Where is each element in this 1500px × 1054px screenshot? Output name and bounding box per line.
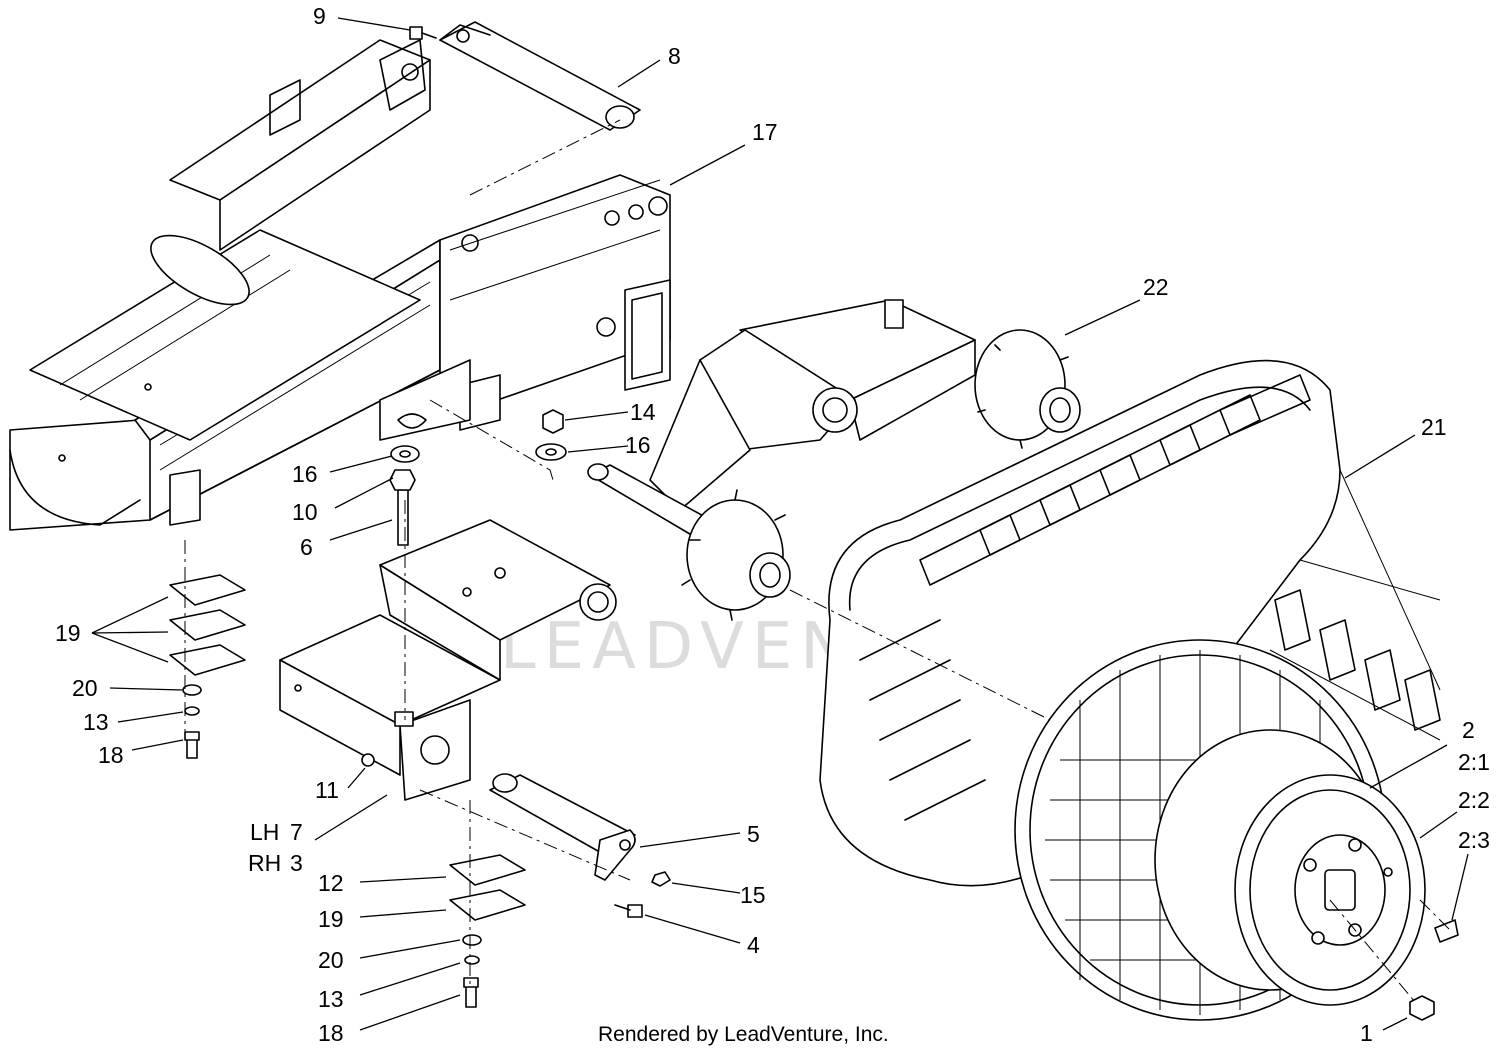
lower-pivot-pin	[489, 773, 636, 881]
callout-1: 1	[1360, 1020, 1373, 1046]
callout-19-lower: 19	[318, 906, 344, 932]
callout-14: 14	[630, 399, 656, 425]
callout-lh: LH	[250, 819, 279, 845]
callout-2: 2	[1462, 717, 1475, 743]
callout-12: 12	[318, 870, 344, 896]
shim-stack-left	[169, 574, 246, 759]
wheel-fasteners	[1409, 919, 1459, 1021]
axle-mount-bracket	[279, 519, 617, 801]
callout-5: 5	[747, 821, 760, 847]
callout-20-lower: 20	[318, 947, 344, 973]
callout-9: 9	[313, 3, 326, 29]
callout-2-3: 2:3	[1458, 827, 1490, 853]
callout-10: 10	[292, 499, 318, 525]
callout-18-left: 18	[98, 742, 124, 768]
callout-18-lower: 18	[318, 1020, 344, 1046]
pivot-pin	[439, 21, 641, 131]
callout-3: 3	[290, 850, 303, 876]
callout-16-right: 16	[625, 432, 651, 458]
wheel-assembly	[1014, 639, 1426, 1021]
callout-15: 15	[740, 882, 766, 908]
callout-2-1: 2:1	[1458, 749, 1490, 775]
callout-rh: RH	[248, 850, 281, 876]
bolt-9	[409, 26, 437, 40]
axle-assembly	[587, 299, 1081, 621]
callout-13-left: 13	[83, 709, 109, 735]
callout-6: 6	[300, 534, 313, 560]
leader-lines	[91, 17, 1469, 1031]
callout-11: 11	[315, 777, 339, 803]
callout-17: 17	[752, 119, 778, 145]
callout-20-left: 20	[72, 675, 98, 701]
render-credit: Rendered by LeadVenture, Inc.	[598, 1023, 889, 1046]
callout-21: 21	[1421, 414, 1447, 440]
center-rod-stack	[389, 445, 420, 546]
nut-washer-14-16	[535, 409, 567, 461]
callout-8: 8	[668, 43, 681, 69]
fasteners-right	[361, 753, 671, 918]
callout-22: 22	[1143, 274, 1169, 300]
centerlines	[184, 119, 1451, 1003]
callout-7: 7	[290, 819, 303, 845]
callout-2-2: 2:2	[1458, 787, 1490, 813]
main-frame	[9, 39, 671, 531]
callout-labels: 9 8 17 22 21 14 16 16 10 6 19 20 13 18 1…	[55, 3, 1490, 1046]
callout-19-left: 19	[55, 620, 81, 646]
callout-13-lower: 13	[318, 986, 344, 1012]
callout-16-left: 16	[292, 461, 318, 487]
callout-4: 4	[747, 932, 760, 958]
track-assembly	[819, 359, 1441, 887]
shim-stack-lower	[449, 854, 526, 1008]
